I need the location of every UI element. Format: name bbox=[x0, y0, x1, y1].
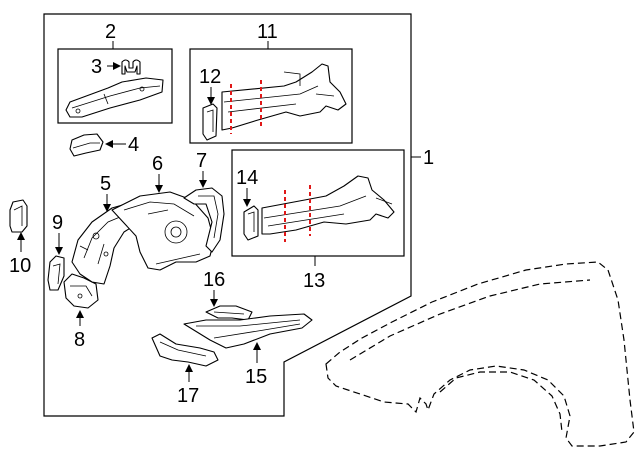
part-9-bracket bbox=[47, 255, 65, 291]
callout-17: 17 bbox=[177, 385, 199, 407]
part-13-rail bbox=[261, 175, 395, 235]
callout-6: 6 bbox=[152, 153, 163, 175]
part-2-bracket bbox=[65, 77, 164, 118]
part-17-panel bbox=[151, 333, 219, 367]
subassembly-box-13 bbox=[231, 149, 405, 257]
callout-8: 8 bbox=[74, 329, 85, 351]
callout-5: 5 bbox=[100, 173, 111, 195]
assembly-outline bbox=[43, 13, 412, 417]
part-6-apron bbox=[111, 191, 215, 271]
subassembly-box-11 bbox=[189, 48, 353, 144]
part-15-rocker bbox=[183, 313, 313, 349]
part-11-rail bbox=[221, 63, 347, 131]
fender-phantom bbox=[325, 261, 635, 447]
callout-16: 16 bbox=[203, 269, 225, 291]
callout-1: 1 bbox=[423, 147, 434, 169]
callout-14: 14 bbox=[236, 167, 258, 189]
part-10-bracket bbox=[9, 199, 28, 233]
callout-2: 2 bbox=[105, 21, 116, 43]
callout-11: 11 bbox=[257, 21, 278, 43]
part-8-bracket bbox=[63, 273, 99, 309]
callout-4: 4 bbox=[128, 134, 139, 156]
callout-12: 12 bbox=[199, 66, 221, 88]
part-3-clip bbox=[121, 59, 141, 75]
part-12-plate bbox=[202, 103, 218, 141]
part-14-plate bbox=[243, 205, 259, 241]
callout-13: 13 bbox=[303, 270, 325, 292]
part-4-reinforcement bbox=[69, 133, 104, 157]
callout-9: 9 bbox=[52, 212, 63, 234]
callout-10: 10 bbox=[9, 255, 31, 277]
callout-15: 15 bbox=[245, 366, 267, 388]
callout-3: 3 bbox=[91, 56, 102, 78]
callout-7: 7 bbox=[196, 150, 207, 172]
subassembly-box-2 bbox=[57, 48, 173, 124]
